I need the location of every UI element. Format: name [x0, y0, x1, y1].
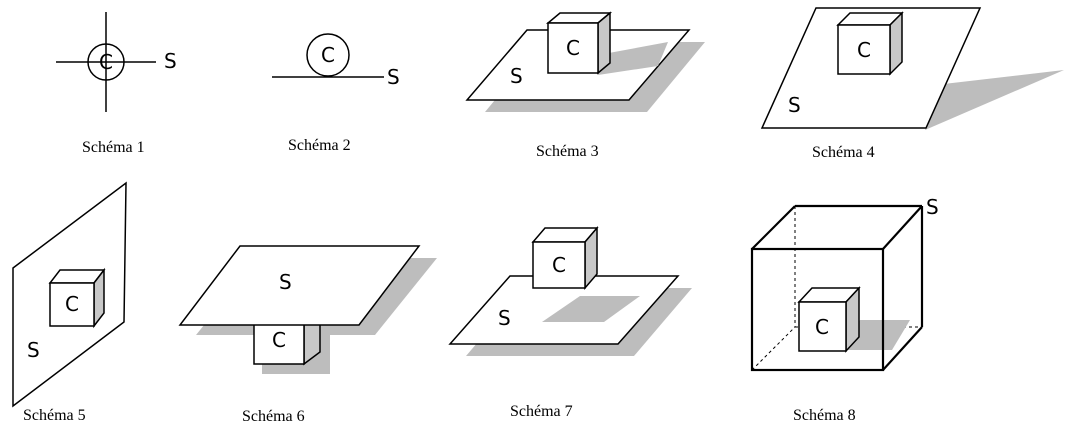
label-c: C — [857, 38, 871, 62]
cube-front — [837, 24, 891, 75]
cube-front — [532, 241, 586, 289]
cube-front — [253, 323, 305, 365]
label-c: C — [815, 315, 829, 339]
caption-7: Schéma 7 — [510, 403, 573, 420]
box-edge-top-right — [882, 205, 923, 250]
label-s: S — [926, 195, 939, 219]
label-s: S — [279, 270, 292, 294]
label-s: S — [387, 65, 400, 89]
label-s: S — [27, 338, 40, 362]
label-s: S — [164, 49, 177, 73]
schema-1: C S Schéma 1 — [56, 12, 177, 156]
schema-2: C S Schéma 2 — [272, 33, 400, 154]
circle-c — [306, 33, 350, 77]
circle-c — [87, 43, 125, 81]
schema-3: C S Schéma 3 — [465, 11, 705, 160]
label-s: S — [510, 64, 523, 88]
cube-front — [547, 22, 599, 74]
schema-8: C S Schéma 8 — [750, 195, 939, 424]
cube-front — [49, 282, 95, 327]
caption-8: Schéma 8 — [793, 407, 856, 424]
label-c: C — [566, 36, 580, 60]
schema-7: C S Schéma 7 — [448, 225, 692, 420]
cube-front — [798, 301, 847, 352]
label-c: C — [552, 253, 566, 277]
box-edge-bottom-right — [882, 326, 923, 371]
caption-1: Schéma 1 — [82, 139, 145, 156]
cube-shadow — [598, 42, 668, 75]
caption-4: Schéma 4 — [812, 144, 875, 161]
hidden-edge-diagonal — [751, 326, 796, 371]
cube-side — [889, 11, 903, 76]
label-c: C — [272, 328, 286, 352]
box-edge-top-left — [751, 205, 796, 250]
cube-shadow — [845, 320, 910, 350]
cube-shadow — [542, 296, 640, 322]
caption-5: Schéma 5 — [23, 407, 86, 424]
label-c: C — [321, 43, 335, 67]
plane-shadow — [925, 70, 1064, 130]
box-front-face — [750, 247, 885, 372]
caption-2: Schéma 2 — [288, 137, 351, 154]
label-s: S — [788, 93, 801, 117]
plane-s — [178, 245, 421, 326]
schema-4: C S Schéma 4 — [760, 7, 1064, 161]
cube-side — [597, 11, 611, 75]
label-s: S — [498, 306, 511, 330]
label-c: C — [99, 50, 113, 74]
schema-5: C S Schéma 5 — [12, 181, 127, 424]
schema-6: C S Schéma 6 — [178, 245, 437, 425]
caption-3: Schéma 3 — [536, 143, 599, 160]
label-c: C — [65, 292, 79, 316]
caption-6: Schéma 6 — [242, 408, 305, 425]
